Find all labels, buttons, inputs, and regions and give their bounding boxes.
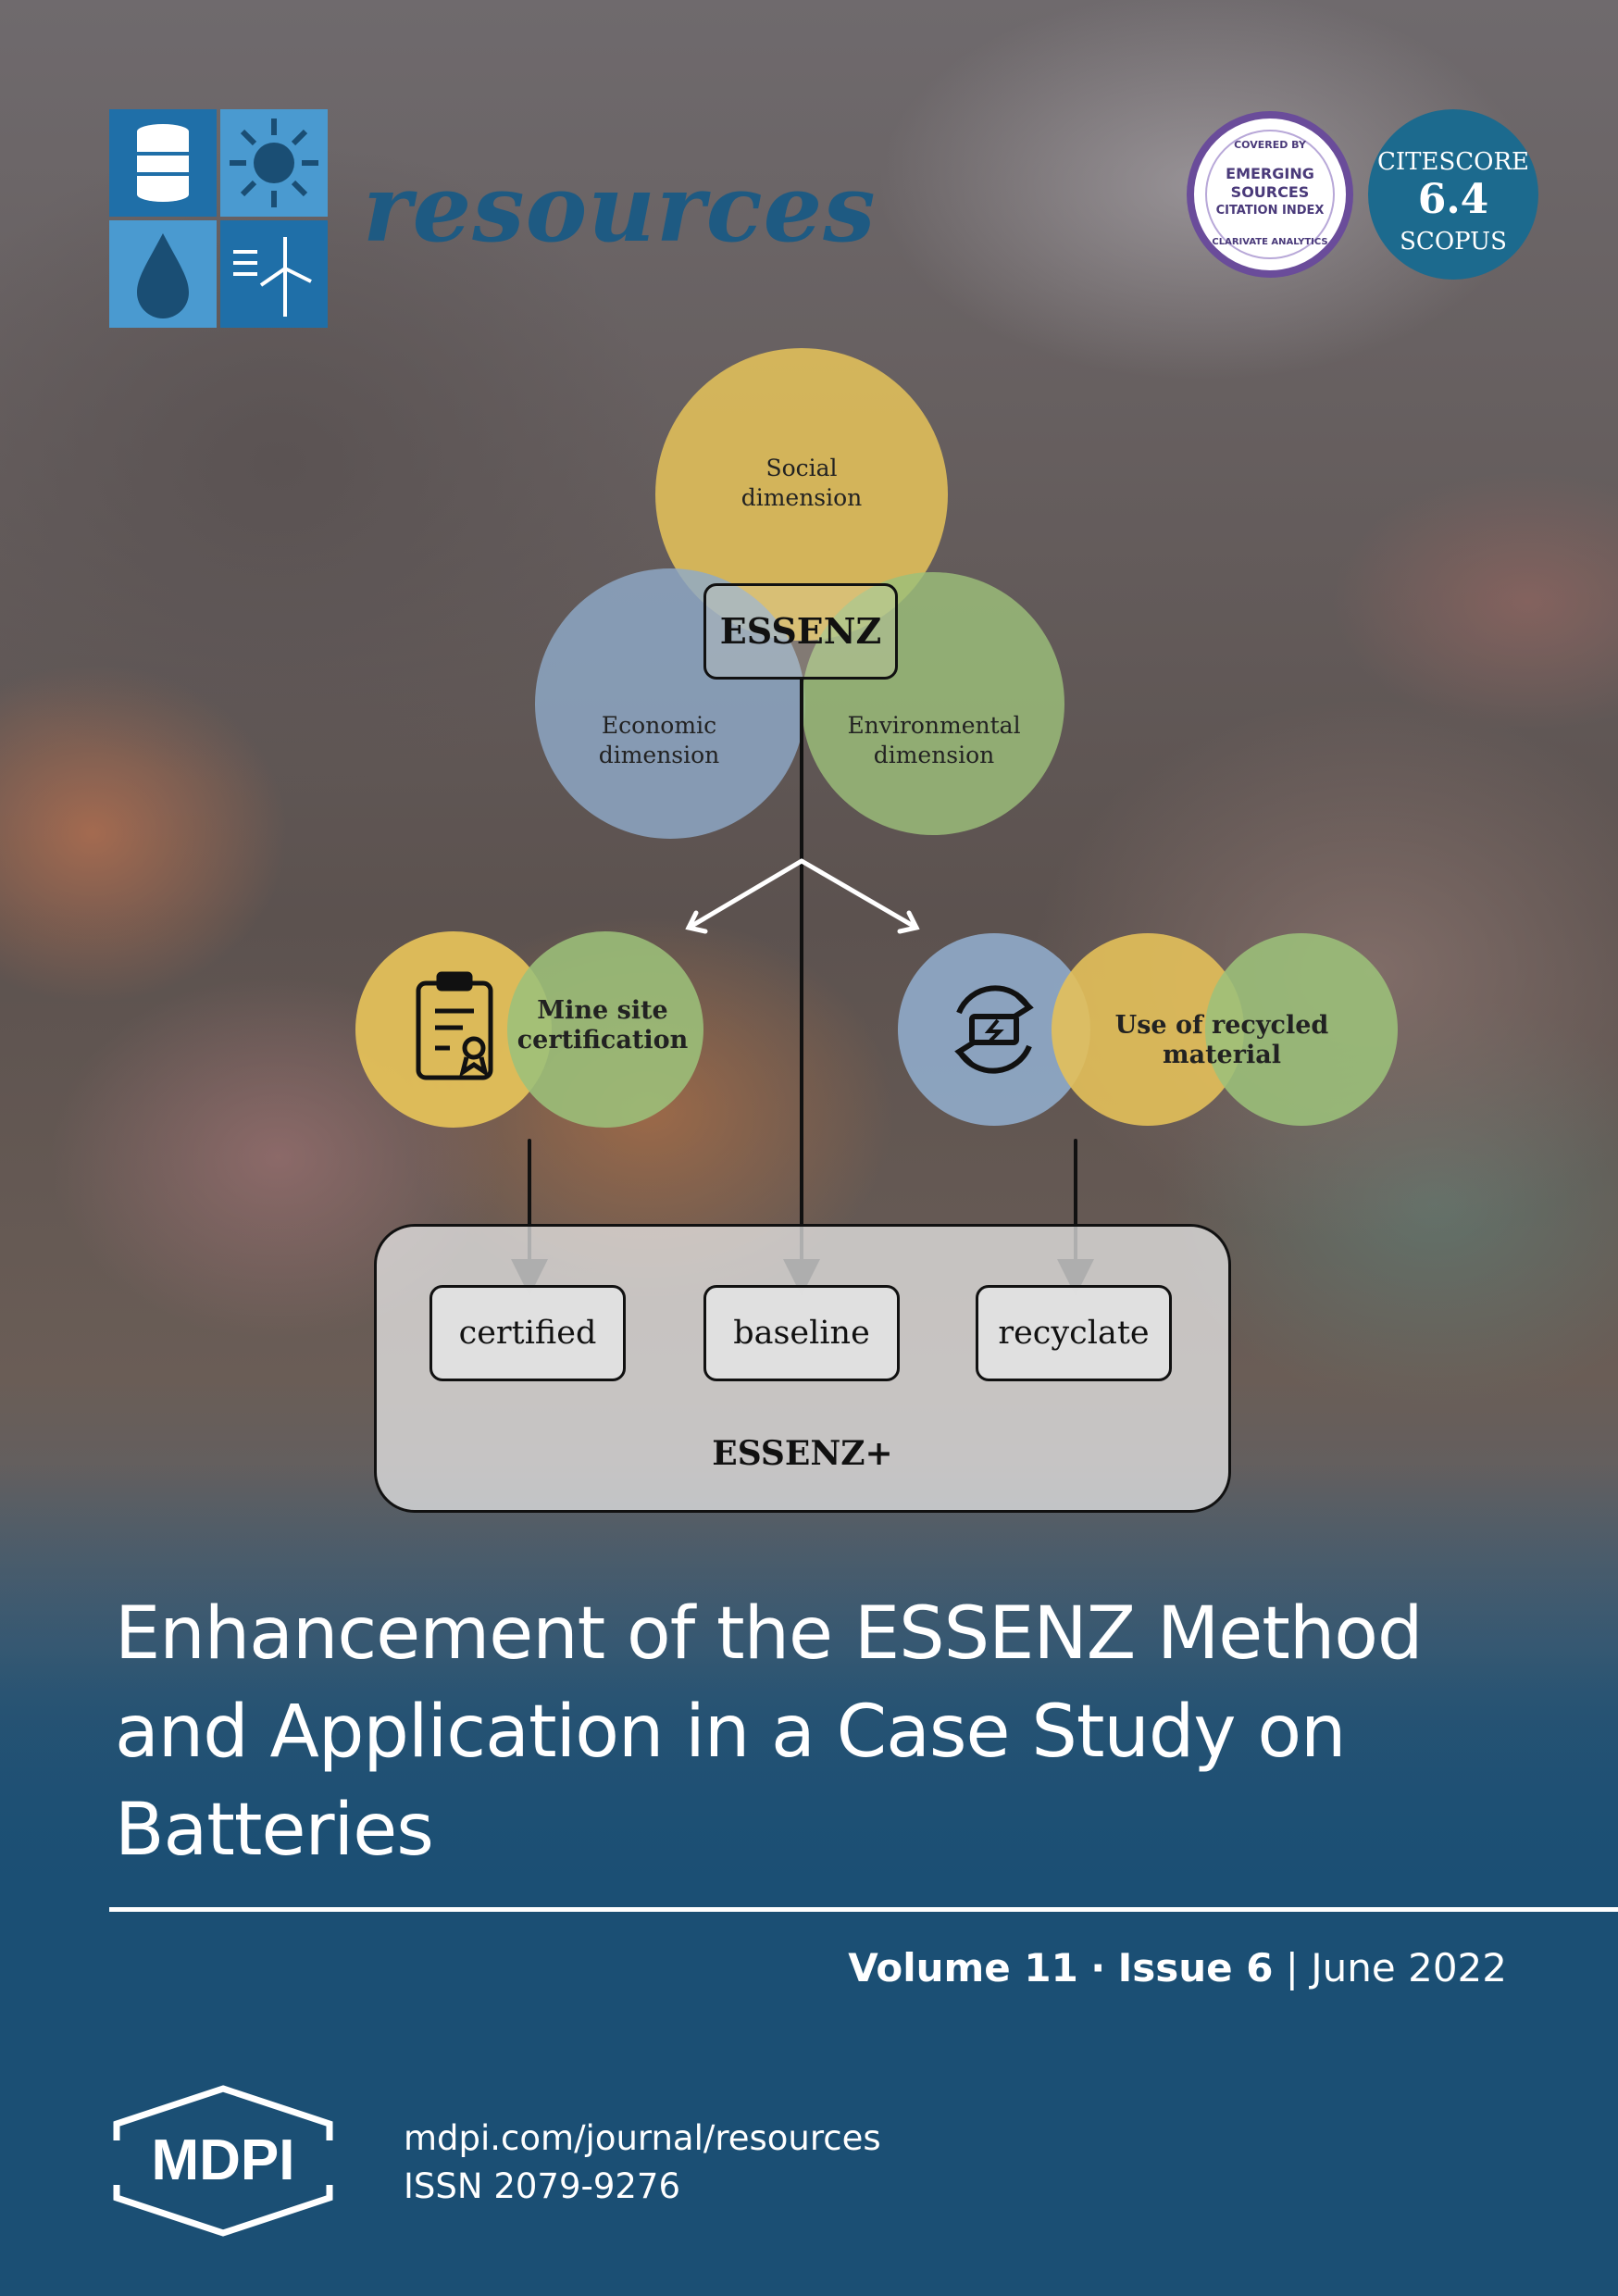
journal-title: resources <box>363 154 877 263</box>
economic-label-line1: Economic <box>601 712 717 739</box>
mine-label-line1: Mine site <box>537 996 668 1025</box>
mdpi-logo: MDPI <box>107 2085 339 2237</box>
journal-logo <box>109 109 328 328</box>
certificate-clipboard-icon <box>416 971 493 1080</box>
mdpi-logo-text: MDPI <box>152 2128 295 2192</box>
economic-dimension-label: Economic dimension <box>566 711 752 772</box>
mine-green-circle <box>507 931 703 1128</box>
social-dimension-label: Social dimension <box>709 454 894 515</box>
issue-date: June 2022 <box>1311 1945 1507 1990</box>
environmental-dimension-label: Environmental dimension <box>831 711 1037 772</box>
esci-line1: EMERGING <box>1226 165 1314 182</box>
title-divider <box>109 1907 1618 1912</box>
oil-barrel-icon <box>109 109 217 217</box>
issue-separator: · <box>1090 1945 1106 1990</box>
citescore-label: CITESCORE <box>1376 148 1530 176</box>
esci-badge: COVERED BY EMERGING SOURCES CITATION IND… <box>1187 111 1353 278</box>
citescore-value: 6.4 <box>1417 176 1489 223</box>
baseline-box: baseline <box>703 1285 900 1381</box>
economic-label-line2: dimension <box>598 742 720 768</box>
issue-info: Volume 11 · Issue 6 | June 2022 <box>741 1940 1507 1996</box>
water-drop-icon <box>109 220 217 328</box>
article-title: Enhancement of the ESSENZ Method and App… <box>115 1592 1424 1872</box>
wind-turbine-icon <box>220 220 328 328</box>
essenz-center-box: ESSENZ <box>703 583 898 680</box>
journal-url[interactable]: mdpi.com/journal/resources <box>404 2118 881 2158</box>
citescore-badge: CITESCORE 6.4 SCOPUS <box>1368 109 1538 280</box>
issue-divider: | <box>1285 1945 1299 1990</box>
issue-label: Issue 6 <box>1117 1945 1274 1990</box>
esci-title: EMERGING SOURCES CITATION INDEX <box>1194 165 1346 220</box>
essenz-diagram <box>355 348 1398 1296</box>
social-label-line1: Social <box>765 455 838 481</box>
mine-site-certification-label: Mine site certification <box>515 996 691 1057</box>
recyclate-box: recyclate <box>976 1285 1172 1381</box>
recycle-battery-icon <box>954 985 1034 1074</box>
issn-number: ISSN 2079-9276 <box>404 2166 680 2206</box>
recycle-green-circle <box>1205 933 1398 1126</box>
recycle-yellow-circle <box>1052 933 1244 1126</box>
sun-icon <box>220 109 328 217</box>
economic-dimension-circle <box>535 568 805 839</box>
mine-label-line2: certification <box>517 1026 689 1054</box>
environmental-dimension-circle <box>802 572 1064 835</box>
volume-label: Volume 11 <box>848 1945 1078 1990</box>
esci-clarivate: CLARIVATE ANALYTICS <box>1212 237 1328 247</box>
recycled-material-label: Use of recycled material <box>1114 1011 1329 1069</box>
esci-covered-by: COVERED BY <box>1234 139 1306 151</box>
esci-line3: CITATION INDEX <box>1215 204 1325 218</box>
environmental-label-line2: dimension <box>873 742 995 768</box>
social-label-line2: dimension <box>741 484 863 511</box>
citescore-source: SCOPUS <box>1400 228 1507 256</box>
certified-box: certified <box>429 1285 626 1381</box>
esci-line2: SOURCES <box>1230 183 1310 201</box>
social-dimension-circle <box>655 348 948 641</box>
environmental-label-line1: Environmental <box>847 712 1021 739</box>
esci-badge-ring <box>1205 130 1335 259</box>
essenz-plus-label: ESSENZ+ <box>712 1434 893 1473</box>
